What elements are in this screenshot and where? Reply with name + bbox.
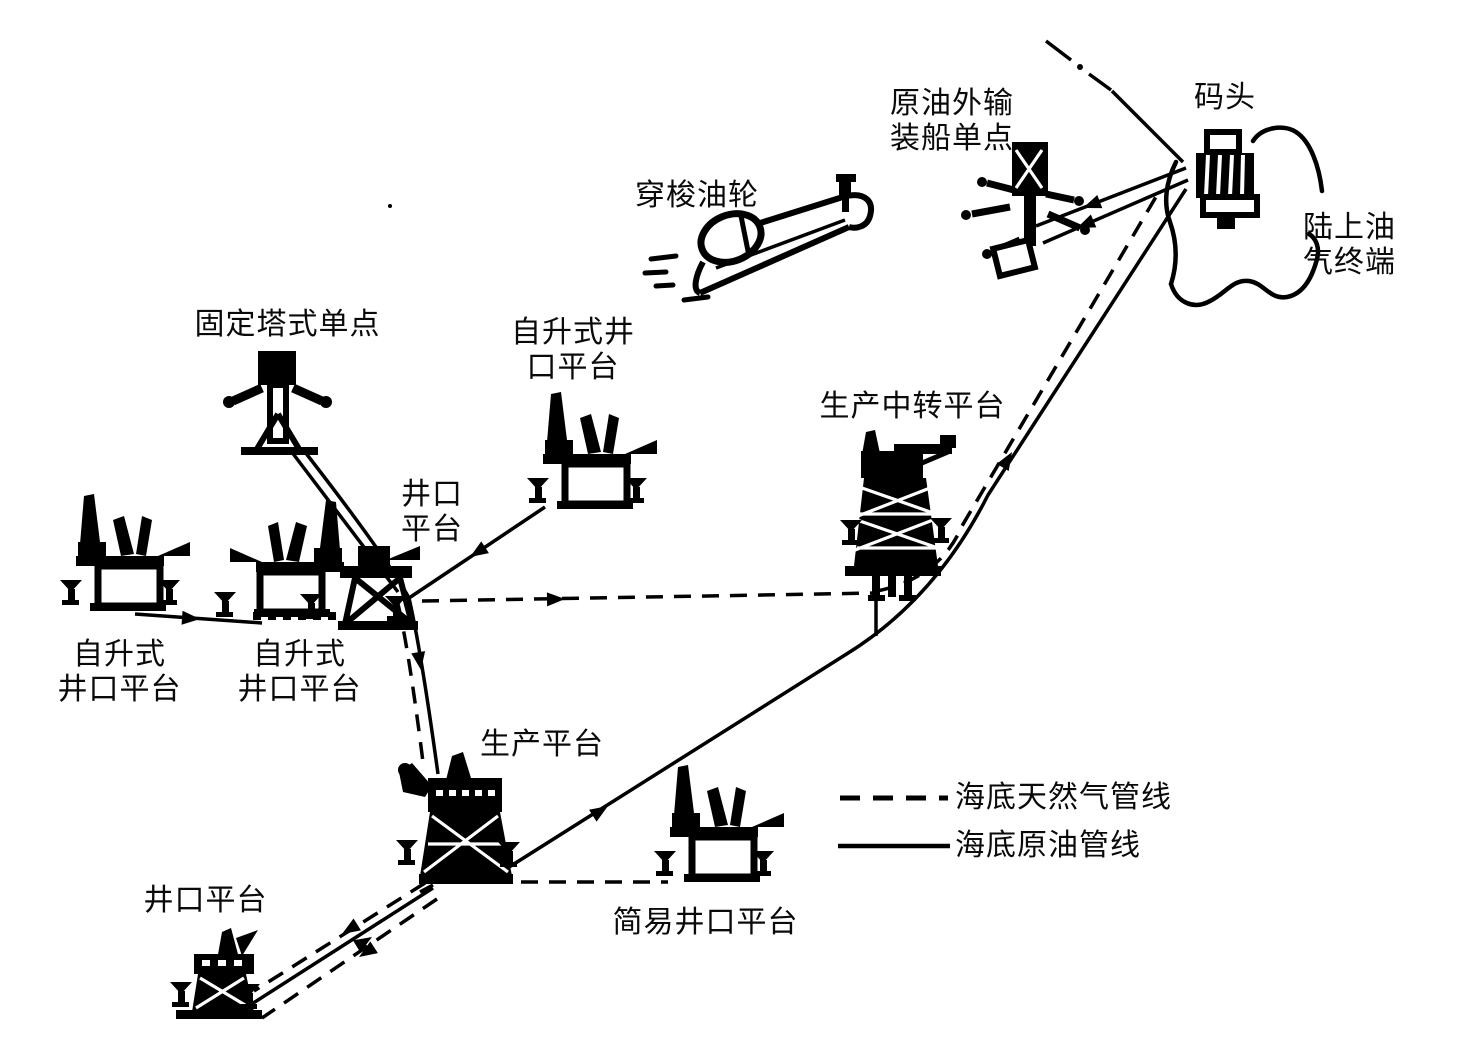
label-jackup-wellhead-top: 自升式井 口平台 [511, 316, 635, 385]
shuttle-tanker-icon [642, 174, 874, 303]
label-onshore-terminal: 陆上油 气终端 [1303, 211, 1396, 280]
label-jackup-wellhead-left: 自升式 井口平台 [57, 638, 182, 707]
production-transfer-platform-icon [840, 430, 956, 601]
jackup-platform-mid-icon [214, 500, 420, 630]
coastline [1163, 125, 1325, 308]
jackup-platform-top-icon [527, 392, 657, 509]
ink-speck [388, 204, 392, 208]
jackup-platform-left-icon [60, 494, 190, 611]
label-crude-export-spm: 原油外输 装船单点 [890, 87, 1014, 156]
wellhead-platform-bottom-icon [170, 928, 262, 1019]
simple-wellhead-platform-icon [654, 765, 784, 882]
label-dock: 码头 [1194, 81, 1256, 114]
label-fixed-tower-spm: 固定塔式单点 [194, 308, 381, 341]
crude-export-spm-icon [961, 142, 1090, 280]
label-wellhead-mid: 井口 平台 [401, 478, 463, 547]
label-production-transfer-platform: 生产中转平台 [819, 390, 1006, 423]
label-jackup-wellhead-mid: 自升式 井口平台 [237, 638, 362, 707]
legend-gas-pipeline-label: 海底天然气管线 [955, 781, 1172, 814]
fixed-tower-spm-icon [223, 351, 332, 455]
legend-oil-pipeline-label: 海底原油管线 [955, 829, 1141, 862]
production-platform-icon [396, 752, 520, 884]
legend-samples [838, 795, 950, 849]
label-production-platform: 生产平台 [480, 728, 604, 761]
label-shuttle-tanker: 穿梭油轮 [635, 179, 759, 212]
label-wellhead-bottom: 井口平台 [143, 884, 268, 917]
label-simple-wellhead-platform: 简易井口平台 [612, 906, 799, 939]
dock-icon [1196, 129, 1260, 229]
